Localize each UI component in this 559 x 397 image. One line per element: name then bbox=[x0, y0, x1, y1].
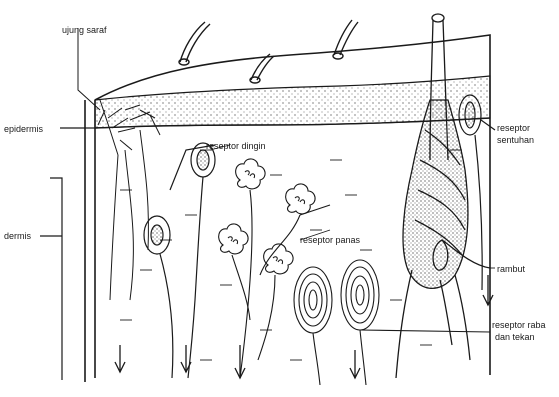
label-dermis: dermis bbox=[4, 231, 31, 241]
pressure-receptors bbox=[294, 260, 490, 385]
label-epidermis: epidermis bbox=[4, 124, 43, 134]
label-reseptor-raba-1: reseptor raba bbox=[492, 320, 546, 330]
label-reseptor-panas: reseptor panas bbox=[300, 235, 360, 245]
label-rambut: rambut bbox=[497, 264, 525, 274]
label-reseptor-raba-2: dan tekan bbox=[495, 332, 535, 342]
label-ujung-saraf: ujung saraf bbox=[62, 25, 107, 35]
warm-receptors bbox=[219, 159, 330, 378]
hair-follicle bbox=[396, 14, 490, 378]
layer-brackets bbox=[40, 128, 95, 380]
label-reseptor-dingin: reseptor dingin bbox=[206, 141, 266, 151]
label-reseptor-sentuhan-2: sentuhan bbox=[497, 135, 534, 145]
cold-receptors bbox=[144, 143, 215, 378]
label-reseptor-sentuhan-1: reseptor bbox=[497, 123, 530, 133]
free-nerve-endings bbox=[78, 28, 160, 300]
